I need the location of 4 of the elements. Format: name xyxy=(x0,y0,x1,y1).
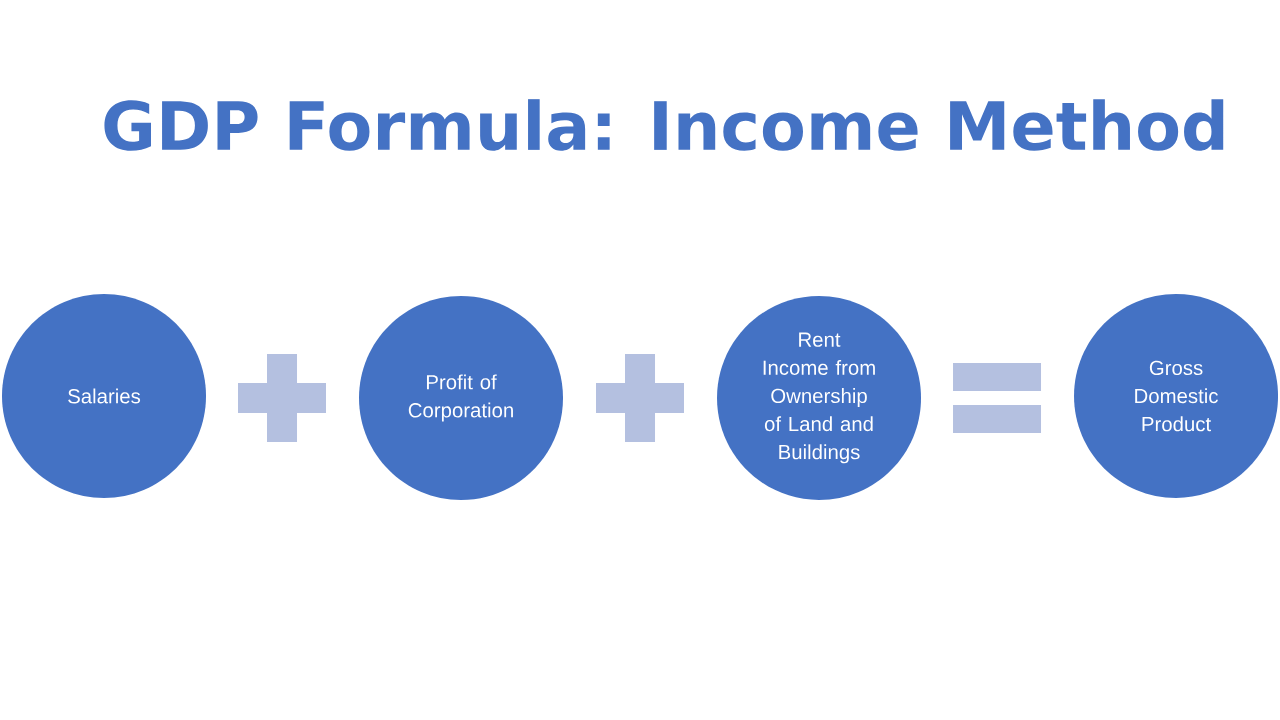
plus-sign xyxy=(238,354,326,442)
equals-sign xyxy=(953,363,1041,433)
plus-sign xyxy=(596,354,684,442)
title: GDP Formula: Income Method xyxy=(104,99,1224,151)
